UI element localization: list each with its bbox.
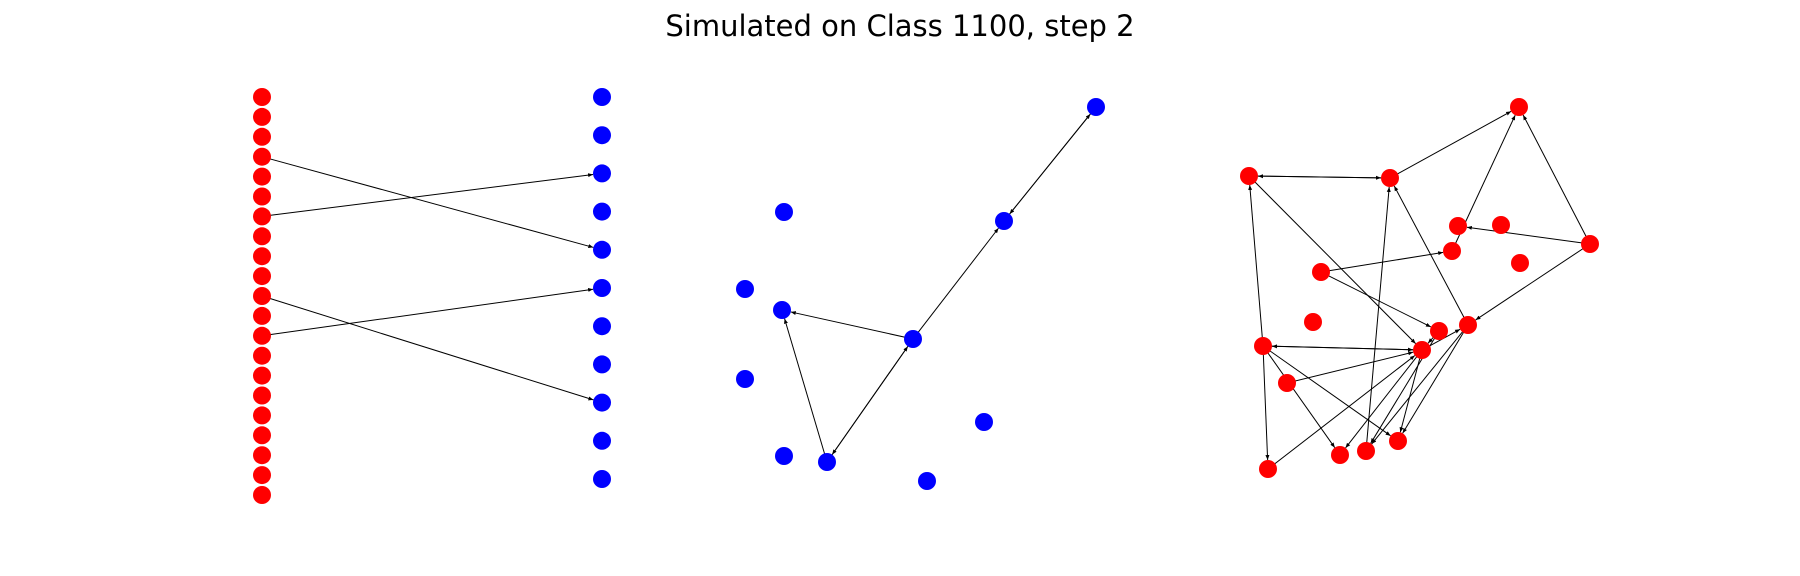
graph-edge-13 <box>1250 175 1382 180</box>
middle-node-h <box>775 447 793 465</box>
left-red-node-13 <box>253 346 271 365</box>
right-node-r10 <box>1304 313 1322 331</box>
left-red-node-2 <box>253 127 271 146</box>
left-red-node-11 <box>253 306 271 325</box>
left-blue-node-10 <box>593 470 611 488</box>
left-red-node-19 <box>253 466 271 485</box>
left-red-node-16 <box>253 406 271 425</box>
left-red-node-1 <box>253 107 271 126</box>
left-red-node-10 <box>253 287 271 305</box>
nodes-layer <box>253 88 1599 504</box>
right-node-r3 <box>1381 169 1399 187</box>
graph-edge-25 <box>1271 344 1421 351</box>
graph-edge-21 <box>1322 272 1432 328</box>
right-node-r5 <box>1492 216 1510 234</box>
middle-node-c <box>775 203 793 221</box>
left-red-node-15 <box>253 386 271 405</box>
graph-edge-15 <box>1248 184 1264 345</box>
graph-edge-17 <box>1522 114 1590 243</box>
graph-edge-0 <box>263 156 594 249</box>
graph-edge-9 <box>827 346 909 461</box>
edges-layer <box>263 108 1590 469</box>
middle-node-j <box>975 413 993 431</box>
middle-node-d <box>736 280 754 298</box>
left-blue-node-3 <box>593 202 611 221</box>
right-node-r19 <box>1259 460 1277 478</box>
left-blue-node-9 <box>593 431 611 450</box>
right-node-r8 <box>1511 254 1529 272</box>
left-blue-node-2 <box>593 164 611 183</box>
middle-node-a <box>1087 98 1105 116</box>
graph-edge-31 <box>1402 326 1468 434</box>
left-red-node-12 <box>253 326 271 345</box>
graph-edge-5 <box>1004 113 1091 220</box>
left-red-node-7 <box>253 227 271 246</box>
graph-edge-18 <box>1466 225 1589 245</box>
right-node-r1 <box>1510 98 1528 116</box>
middle-node-i <box>818 453 836 471</box>
graph-edge-36 <box>1365 186 1391 450</box>
left-blue-node-6 <box>593 317 611 336</box>
left-red-node-17 <box>253 426 271 445</box>
graph-edge-27 <box>1288 351 1414 384</box>
graph-edge-2 <box>263 296 594 401</box>
left-red-node-8 <box>253 247 271 266</box>
right-node-r11 <box>1459 316 1477 334</box>
right-node-r17 <box>1357 442 1375 460</box>
graph-edge-19 <box>1475 244 1589 321</box>
right-node-r14 <box>1254 337 1272 355</box>
left-blue-node-7 <box>593 355 611 374</box>
right-node-r12 <box>1430 322 1448 340</box>
graph-edge-26 <box>1264 346 1391 437</box>
left-red-node-18 <box>253 446 271 465</box>
middle-node-f <box>904 330 922 348</box>
left-blue-node-1 <box>593 126 611 145</box>
middle-node-g <box>736 370 754 388</box>
right-node-r16 <box>1389 432 1407 450</box>
left-blue-node-8 <box>593 393 611 412</box>
left-red-node-5 <box>253 187 271 206</box>
right-node-r4 <box>1449 217 1467 235</box>
left-red-node-0 <box>253 88 271 106</box>
left-red-node-20 <box>253 486 271 504</box>
right-node-r7 <box>1443 242 1461 260</box>
graph-edge-14 <box>1249 176 1417 344</box>
left-blue-node-0 <box>593 88 611 106</box>
figure-title: Simulated on Class 1100, step 2 <box>665 9 1135 43</box>
middle-node-e <box>773 301 791 319</box>
graph-edge-3 <box>263 287 594 337</box>
left-red-node-9 <box>253 267 271 286</box>
graph-edge-11 <box>1391 110 1512 178</box>
right-node-r15 <box>1278 374 1296 392</box>
left-red-node-3 <box>253 147 271 166</box>
graph-edge-37 <box>1269 355 1416 469</box>
graph-edge-34 <box>1345 351 1422 449</box>
graph-edge-10 <box>784 318 827 461</box>
left-blue-node-5 <box>593 279 611 297</box>
right-node-r2 <box>1240 167 1258 185</box>
graph-edge-7 <box>790 311 912 340</box>
left-red-node-14 <box>253 366 271 385</box>
graph-edge-32 <box>1371 326 1468 445</box>
graph-edge-6 <box>913 227 999 338</box>
right-node-r6 <box>1581 235 1599 253</box>
graph-edge-22 <box>1262 347 1270 461</box>
graph-edge-30 <box>1393 185 1468 324</box>
left-blue-node-4 <box>593 240 611 259</box>
graph-edge-23 <box>1263 347 1336 448</box>
left-red-node-4 <box>253 167 271 186</box>
middle-node-b <box>995 212 1013 230</box>
left-red-node-6 <box>253 207 271 226</box>
right-node-r18 <box>1331 446 1349 464</box>
right-node-r9 <box>1312 263 1330 281</box>
right-node-r13 <box>1413 341 1431 359</box>
middle-node-k <box>918 472 936 490</box>
graph-edge-1 <box>263 173 594 217</box>
